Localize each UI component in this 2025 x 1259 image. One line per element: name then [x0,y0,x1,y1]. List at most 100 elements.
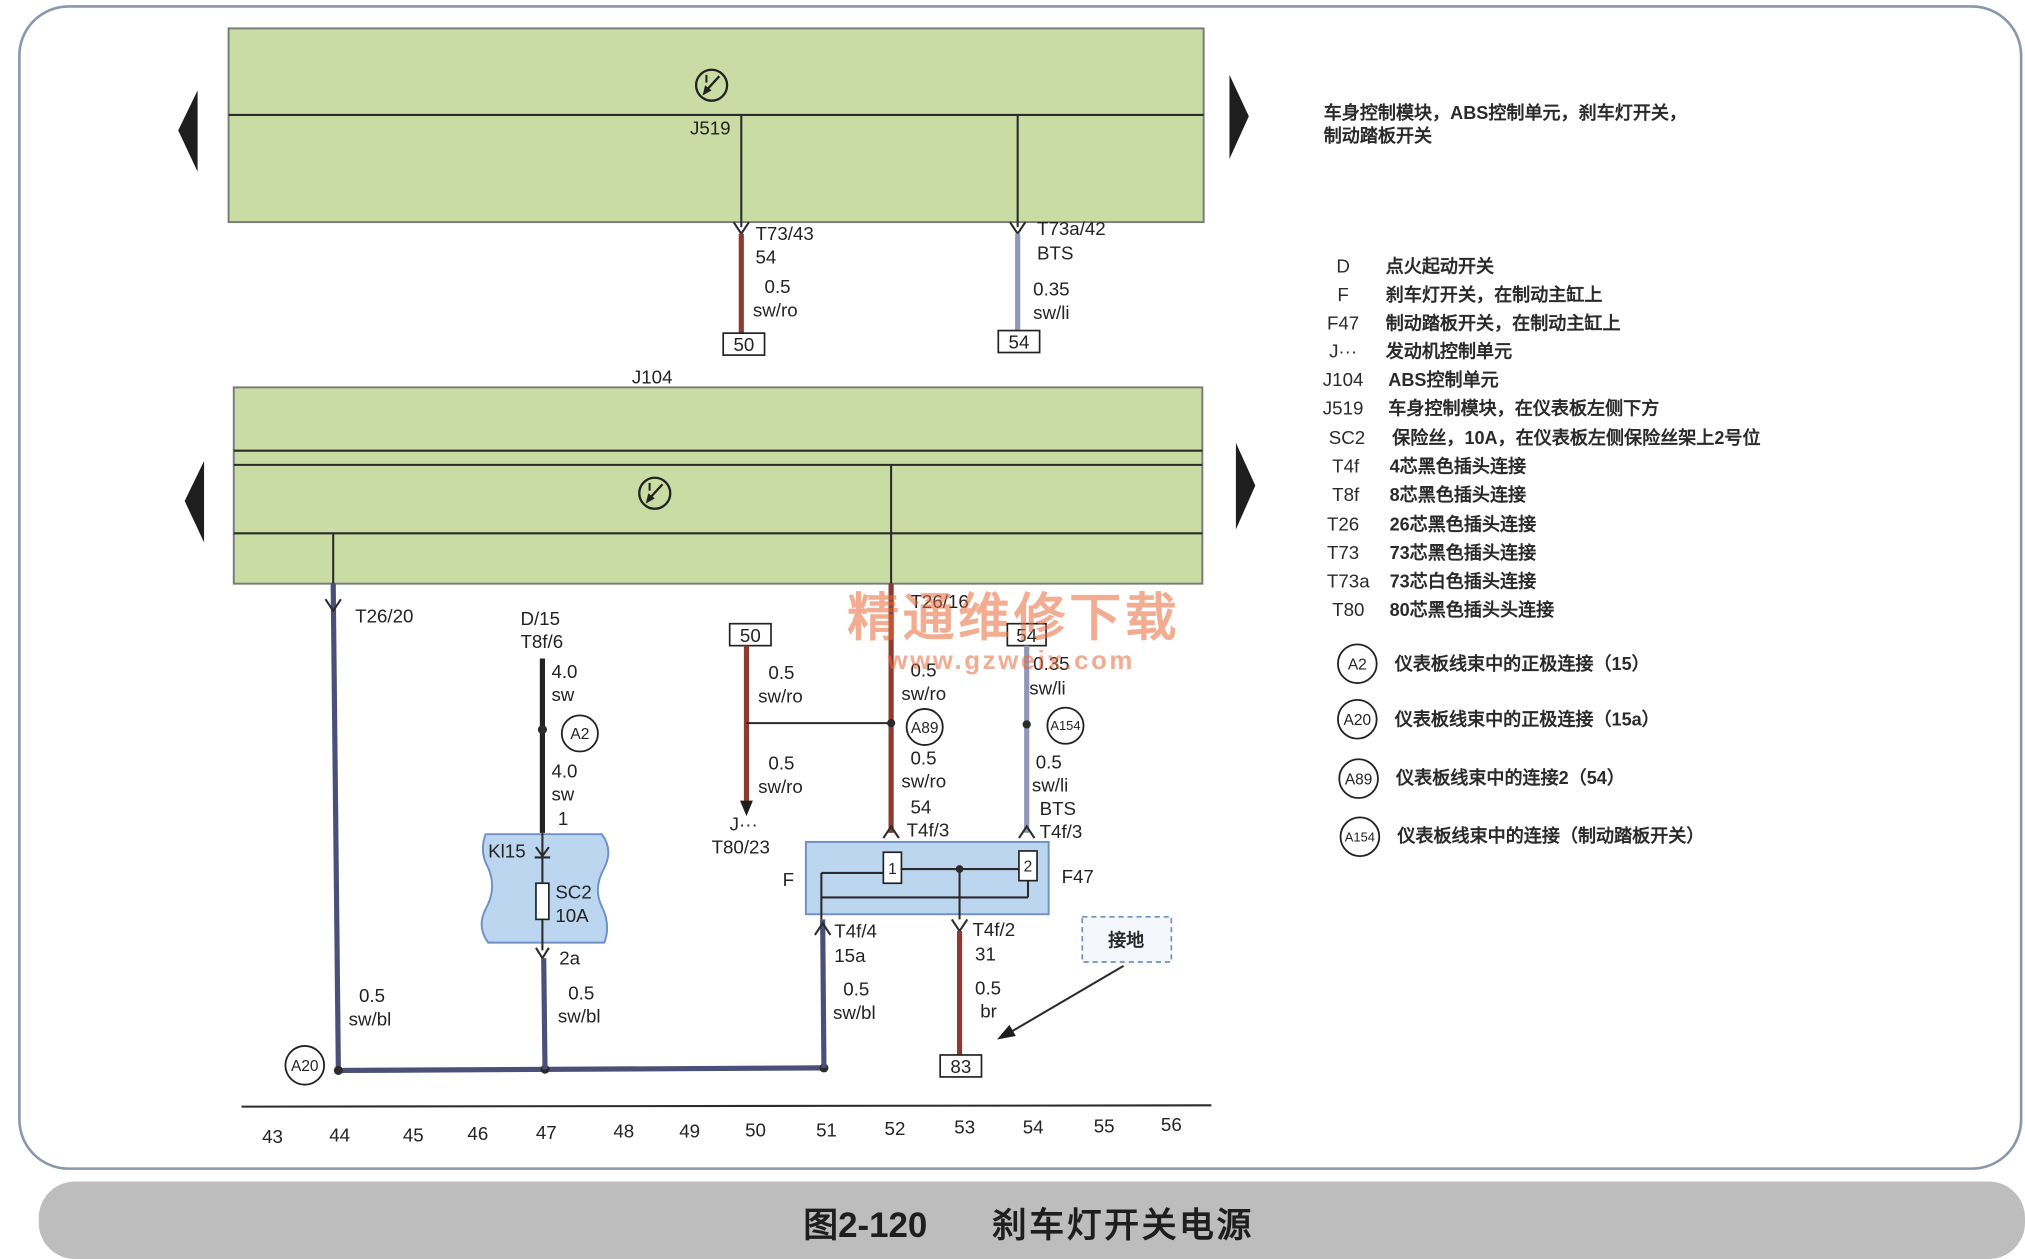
junction-dot [537,725,547,735]
legend-desc: 制动踏板开关，在制动主缸上 [1386,312,1621,333]
ground-point-label: 83 [950,1056,971,1077]
legend-desc: 8芯黑色插头连接 [1390,484,1526,505]
wire-t4f-2-circuit: 31 [975,944,996,965]
grid-scale-number: 45 [403,1124,424,1145]
wire-50-to-engine-ecu: 50 0.5 sw/ro 0.5 sw/ro J··· T80/23 [712,622,892,858]
ground-callout-box [1081,915,1173,963]
wire-t73a-42: T73a/42 BTS 0.35 sw/li 54 [997,114,1106,354]
wire-d15-source: D/15 [520,608,560,629]
grid-scale-number: 54 [1023,1117,1044,1138]
fuse-pin-out: 2a [559,948,580,969]
grid-scale-number: 56 [1161,1114,1182,1135]
fuse-rating: 10A [555,905,589,926]
wire-t26-16-gauge-2: 0.5 [910,747,936,768]
legend-code: J104 [1323,369,1364,390]
wire-t26-20-segment [330,583,341,1071]
wire-50-arrow-down-icon [740,800,753,817]
wire-t73a-42-pin: T73a/42 [1037,218,1106,239]
wire-t26-20: T26/20 0.5 sw/bl [324,533,413,1071]
legend-code: D [1336,255,1350,276]
grid-scale: 43 44 45 46 47 48 49 50 51 52 53 54 55 5… [241,1104,1212,1147]
fuse-terminal-label: Kl15 [488,840,525,861]
wire-t73-43-color: sw/ro [753,299,798,320]
continue-left-arrow-icon [184,460,205,543]
component-legend: D 点火起动开关 F 刹车灯开关，在制动主缸上 F47 制动踏板开关，在制动主缸… [1323,255,1761,619]
splice-legend-desc: 仪表板线束中的正极连接（15） [1394,653,1650,674]
wire-50-gauge-2: 0.5 [768,753,794,774]
legend-desc: 发动机控制单元 [1385,341,1512,362]
connector-pin-icon [535,947,550,961]
legend-desc: 刹车灯开关，在制动主缸上 [1386,284,1603,305]
legend-code: T80 [1332,599,1364,620]
fuse-pin-in: 1 [558,808,568,829]
switch-pin-1-label: 1 [888,861,897,878]
legend-desc: 点火起动开关 [1386,255,1494,276]
wire-t73-43-gauge: 0.5 [765,276,791,297]
header-line-1: 车身控制模块，ABS控制单元，刹车灯开关， [1324,102,1687,123]
brake-switch-body [804,840,1050,916]
splice-a89-label: A89 [911,720,939,737]
legend-desc: 保险丝，10A，在仪表板左侧保险丝架上2号位 [1391,427,1760,448]
module-j104-body [232,386,1204,585]
caption-band: 图2-120 刹车灯开关电源 [38,1181,2025,1259]
wire-t4f-2: T4f/2 31 0.5 br 83 [939,918,1015,1078]
fuse-sc2: Kl15 SC2 10A 2a [480,832,610,969]
wire-50-gauge: 0.5 [768,662,794,683]
splice-legend-id: A154 [1345,829,1375,844]
wire-t26-16-color: sw/ro [901,683,946,704]
continuation-box-50 [728,622,772,647]
wire-d15-out-segment [541,958,548,1070]
wire-t73a-42-gauge: 0.35 [1033,279,1069,300]
legend-desc: 80芯黑色插头头连接 [1390,599,1555,620]
fuse-label: SC2 [555,882,591,903]
module-j519-label: J519 [690,117,731,138]
wire-t73-43-pin: T73/43 [756,223,814,244]
connector-pin-icon [324,598,342,613]
wire-54-color-2: sw/li [1032,775,1068,796]
wire-50-target: J··· [730,813,758,834]
wire-t4f-4-pin: T4f/4 [834,920,877,941]
legend-desc: 73芯黑色插头连接 [1390,542,1537,563]
continue-right-arrow-icon [1235,442,1256,530]
grid-scale-number: 50 [745,1119,766,1140]
grid-scale-line [241,1104,1212,1108]
switch-pin-1-box [882,851,903,885]
splice-legend-circle [1338,758,1379,799]
grid-scale-number: 52 [885,1118,906,1139]
wire-t73-43-circuit: 54 [756,246,777,267]
caption-background [38,1181,2025,1259]
watermark-line-2: www.gzweix.com [886,647,1135,675]
wire-t4f-4-gauge: 0.5 [843,979,869,1000]
wire-t4f-4: T4f/4 15a 0.5 sw/bl [814,919,877,1068]
continuation-box-50-label: 50 [733,334,754,355]
grid-scale-number: 48 [613,1121,634,1142]
switch-label-f47: F47 [1062,866,1094,887]
wire-d15-color-3: sw/bl [558,1006,601,1027]
wire-t26-20-pin: T26/20 [355,605,413,626]
legend-code: T8f [1332,484,1360,505]
wire-54-gauge: 0.35 [1033,653,1069,674]
grid-scale-number: 51 [816,1119,837,1140]
legend-code: T73a [1327,571,1370,592]
wire-50-color: sw/ro [758,685,803,706]
wire-t26-16-gauge: 0.5 [910,660,936,681]
fuse-element-icon [535,882,550,921]
connector-pin-icon [882,824,900,839]
grid-scale-number: 43 [262,1126,283,1147]
splice-a89-circle [905,708,944,746]
connector-pin-icon [814,921,832,936]
module-j519: J519 [178,27,1249,224]
grid-scale-number: 53 [954,1117,975,1138]
wire-d15-out: 0.5 sw/bl [541,958,601,1070]
wire-t26-20-color: sw/bl [349,1008,392,1029]
continuation-box-54-label: 54 [1016,625,1037,646]
wire-54-gauge-2: 0.5 [1036,751,1062,772]
junction-dot [1022,720,1031,729]
wire-t4f-2-color: br [980,1001,997,1022]
ground-point-box [939,1054,983,1078]
grid-scale-number: 44 [329,1124,350,1145]
wire-t4f-2-pin: T4f/2 [972,919,1015,940]
wire-54-circuit: BTS [1040,798,1076,819]
legend-code: F47 [1327,312,1359,333]
